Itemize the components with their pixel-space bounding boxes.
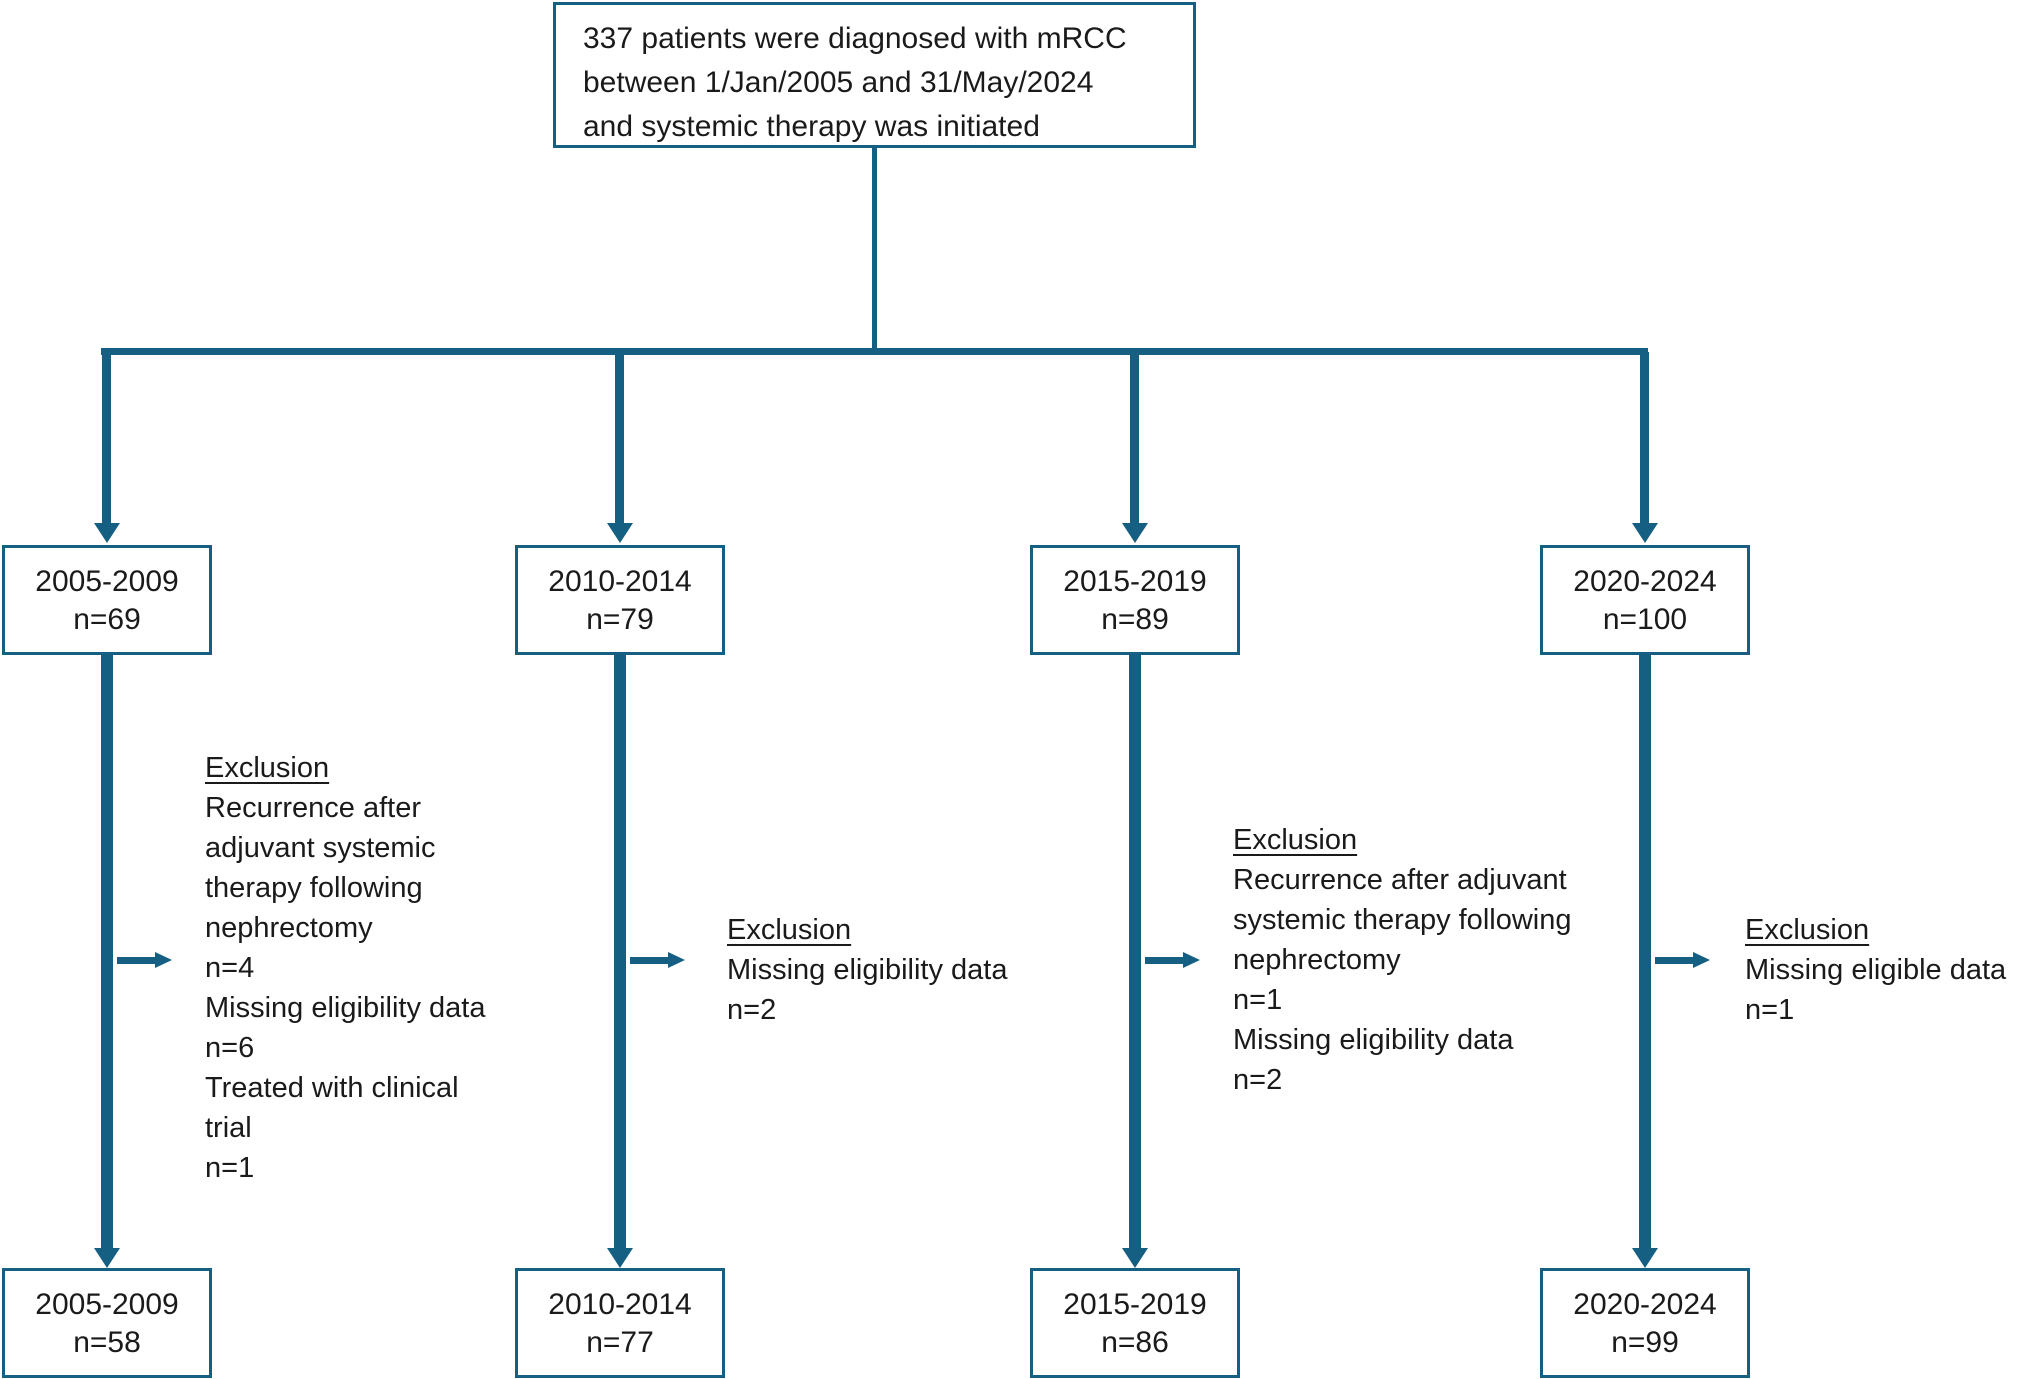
final-n: n=86 bbox=[1101, 1326, 1169, 1359]
exclusion-line: n=1 bbox=[1233, 984, 1283, 1016]
period-box-2010-2014: 2010-2014 n=79 bbox=[515, 545, 725, 655]
arrow-right-icon bbox=[1183, 952, 1200, 968]
exclusion-line: n=6 bbox=[205, 1032, 255, 1064]
exclusion-heading: Exclusion bbox=[727, 914, 852, 946]
final-label: 2005-2009 bbox=[35, 1288, 179, 1321]
exclusion-note-2020-2024: Exclusion Missing eligible data n=1 bbox=[1745, 910, 2006, 1030]
period-n: n=89 bbox=[1101, 603, 1169, 636]
final-label: 2015-2019 bbox=[1063, 1288, 1207, 1321]
arrow-right-icon bbox=[668, 952, 685, 968]
final-box-2010-2014: 2010-2014 n=77 bbox=[515, 1268, 725, 1378]
branch-horizontal-line bbox=[101, 348, 1648, 355]
final-box-2015-2019: 2015-2019 n=86 bbox=[1030, 1268, 1240, 1378]
final-n: n=99 bbox=[1611, 1326, 1679, 1359]
exclusion-line: n=2 bbox=[1233, 1064, 1283, 1096]
exclusion-arrow-shaft bbox=[630, 957, 668, 964]
final-box-2020-2024: 2020-2024 n=99 bbox=[1540, 1268, 1750, 1378]
drop-arrow-shaft bbox=[1640, 352, 1649, 523]
period-box-2005-2009: 2005-2009 n=69 bbox=[2, 545, 212, 655]
arrow-down-icon bbox=[94, 1248, 120, 1268]
arrow-right-icon bbox=[155, 952, 172, 968]
exclusion-line: nephrectomy bbox=[205, 912, 373, 944]
arrow-down-icon bbox=[1632, 1248, 1658, 1268]
column-arrow-shaft bbox=[101, 655, 113, 1248]
drop-arrow-shaft bbox=[1130, 352, 1139, 523]
final-label: 2010-2014 bbox=[548, 1288, 692, 1321]
column-arrow-shaft bbox=[1639, 655, 1651, 1248]
exclusion-line: n=2 bbox=[727, 994, 777, 1026]
exclusion-heading: Exclusion bbox=[205, 752, 330, 784]
final-label: 2020-2024 bbox=[1573, 1288, 1717, 1321]
exclusion-line: Missing eligibility data bbox=[205, 992, 486, 1024]
total-box-line: and systemic therapy was initiated bbox=[583, 110, 1040, 143]
exclusion-arrow-shaft bbox=[1655, 957, 1693, 964]
final-n: n=77 bbox=[586, 1326, 654, 1359]
arrow-right-icon bbox=[1693, 952, 1710, 968]
exclusion-note-2015-2019: Exclusion Recurrence after adjuvant syst… bbox=[1233, 820, 1571, 1100]
exclusion-line: n=1 bbox=[1745, 994, 1795, 1026]
arrow-down-icon bbox=[1122, 523, 1148, 543]
arrow-down-icon bbox=[94, 523, 120, 543]
exclusion-line: therapy following bbox=[205, 872, 423, 904]
final-box-2005-2009: 2005-2009 n=58 bbox=[2, 1268, 212, 1378]
exclusion-line: n=4 bbox=[205, 952, 255, 984]
exclusion-line: n=1 bbox=[205, 1152, 255, 1184]
exclusion-line: Recurrence after adjuvant bbox=[1233, 864, 1567, 896]
period-label: 2015-2019 bbox=[1063, 565, 1207, 598]
exclusion-heading: Exclusion bbox=[1233, 824, 1358, 856]
exclusion-line: Missing eligibility data bbox=[1233, 1024, 1514, 1056]
exclusion-note-2010-2014: Exclusion Missing eligibility data n=2 bbox=[727, 910, 1007, 1030]
period-n: n=100 bbox=[1602, 603, 1688, 636]
arrow-down-icon bbox=[607, 1248, 633, 1268]
total-patients-box: 337 patients were diagnosed with mRCC be… bbox=[553, 2, 1196, 148]
period-n: n=69 bbox=[73, 603, 141, 636]
period-box-2015-2019: 2015-2019 n=89 bbox=[1030, 545, 1240, 655]
exclusion-arrow-shaft bbox=[1145, 957, 1183, 964]
exclusion-line: Missing eligible data bbox=[1745, 954, 2007, 986]
arrow-down-icon bbox=[607, 523, 633, 543]
column-arrow-shaft bbox=[1129, 655, 1141, 1248]
final-n: n=58 bbox=[73, 1326, 141, 1359]
exclusion-arrow-shaft bbox=[117, 957, 155, 964]
exclusion-line: Recurrence after bbox=[205, 792, 421, 824]
arrow-down-icon bbox=[1632, 523, 1658, 543]
arrow-down-icon bbox=[1122, 1248, 1148, 1268]
period-label: 2010-2014 bbox=[548, 565, 692, 598]
exclusion-line: adjuvant systemic bbox=[205, 832, 436, 864]
total-box-line: 337 patients were diagnosed with mRCC bbox=[583, 22, 1127, 55]
exclusion-line: trial bbox=[205, 1112, 252, 1144]
exclusion-heading: Exclusion bbox=[1745, 914, 1870, 946]
period-n: n=79 bbox=[586, 603, 654, 636]
exclusion-line: nephrectomy bbox=[1233, 944, 1401, 976]
branch-stem-line bbox=[872, 148, 877, 355]
drop-arrow-shaft bbox=[615, 352, 624, 523]
exclusion-line: systemic therapy following bbox=[1233, 904, 1572, 936]
period-box-2020-2024: 2020-2024 n=100 bbox=[1540, 545, 1750, 655]
column-arrow-shaft bbox=[614, 655, 626, 1248]
exclusion-line: Treated with clinical bbox=[205, 1072, 459, 1104]
period-label: 2020-2024 bbox=[1573, 565, 1717, 598]
total-box-line: between 1/Jan/2005 and 31/May/2024 bbox=[583, 66, 1094, 99]
exclusion-line: Missing eligibility data bbox=[727, 954, 1008, 986]
exclusion-note-2005-2009: Exclusion Recurrence after adjuvant syst… bbox=[205, 748, 485, 1188]
drop-arrow-shaft bbox=[102, 352, 111, 523]
period-label: 2005-2009 bbox=[35, 565, 179, 598]
